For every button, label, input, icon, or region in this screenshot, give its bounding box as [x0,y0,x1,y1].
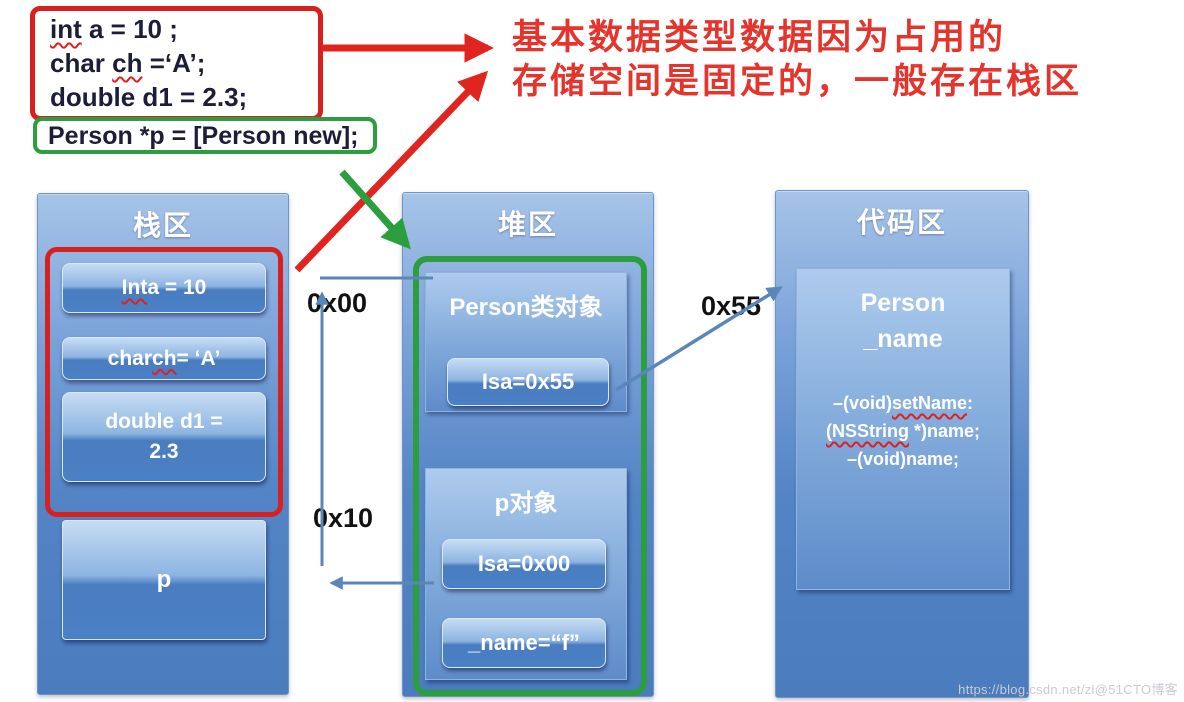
code-method2-keyword: (NSString [825,421,909,441]
address-label-0x55: 0x55 [701,291,762,321]
watermark: https://blog.csdn.net/zl@51CTO博客 [958,682,1178,697]
stack-int-box: Int a = 10 [62,263,266,313]
heap-title: 堆区 [497,209,558,240]
stack-p-box: p [62,520,266,640]
code-char-keyword: ch [112,48,143,78]
heap-p-object-title: p对象 [494,490,558,517]
heap-name-label: _name=“f” [468,630,580,655]
stack-char-rest: = ‘A’ [176,346,221,370]
code-method1-pre: –(void) [832,393,892,413]
code-class-name: Person [860,289,946,317]
heap-objects-group [413,256,647,696]
code-line-int: int a = 10 ; [50,12,318,46]
stack-char-keyword: ch [152,346,177,370]
stack-int-keyword: Int [121,276,148,299]
annotation-line2: 存储空间是固定的，一般存在栈区 [512,62,1083,101]
stack-double-line1: double d1 = [105,410,223,433]
code-line-char: char ch =‘A’; [50,46,318,80]
code-method-setname: –(void)setName: [797,389,1009,417]
code-line-person: Person *p = [Person new]; [48,121,359,150]
code-methods: –(void)setName: (NSString *)name; –(void… [797,389,1009,473]
code-method-name: –(void)name; [846,449,960,469]
code-int-rest: a = 10 ; [81,14,178,44]
stack-int-rest: a = 10 [147,276,207,299]
address-label-0x00: 0x00 [307,288,368,318]
code-int-keyword: int [50,14,82,44]
code-char-rest: =‘A’; [142,48,206,78]
stack-p-label: p [156,566,172,593]
stack-basic-types-group [45,247,283,517]
code-method-setname-arg: (NSString *)name; [797,417,1009,445]
stack-title: 栈区 [132,210,193,241]
stack-char-pre: char [107,346,153,370]
code-method2-rest: *)name; [908,421,980,441]
heap-isa-0x55-label: Isa=0x55 [481,369,575,394]
code-method1-keyword: setName [891,393,968,413]
object-creation-code-box: Person *p = [Person new]; [33,117,377,154]
stack-double-box: double d1 = 2.3 [62,392,266,482]
basic-types-code-box: int a = 10 ; char ch =‘A’; double d1 = 2… [30,6,323,121]
green-arrow-code-to-heap [339,169,411,250]
annotation-line1: 基本数据类型数据因为占用的 [512,18,1007,57]
code-method1-post: : [967,393,974,413]
address-label-0x10: 0x10 [313,503,374,533]
code-class-header: Person _name [797,269,1009,357]
code-char-pre: char [50,48,113,78]
code-line-double: double d1 = 2.3; [50,82,248,112]
heap-name-box: _name=“f” [442,618,606,668]
heap-isa-0x55-box: Isa=0x55 [447,358,609,406]
code-class-ivar: _name [863,325,943,353]
code-person-class-box: Person _name –(void)setName: (NSString *… [796,268,1010,590]
stack-double-line2: 2.3 [149,440,179,463]
annotation-text: 基本数据类型数据因为占用的 存储空间是固定的，一般存在栈区 [512,16,1082,104]
heap-isa-0x00-label: Isa=0x00 [477,551,571,576]
stack-char-box: char ch = ‘A’ [62,337,266,380]
heap-isa-0x00-box: Isa=0x00 [442,539,606,589]
heap-person-class-title: Person类对象 [449,294,603,321]
code-area-title: 代码区 [856,207,947,238]
